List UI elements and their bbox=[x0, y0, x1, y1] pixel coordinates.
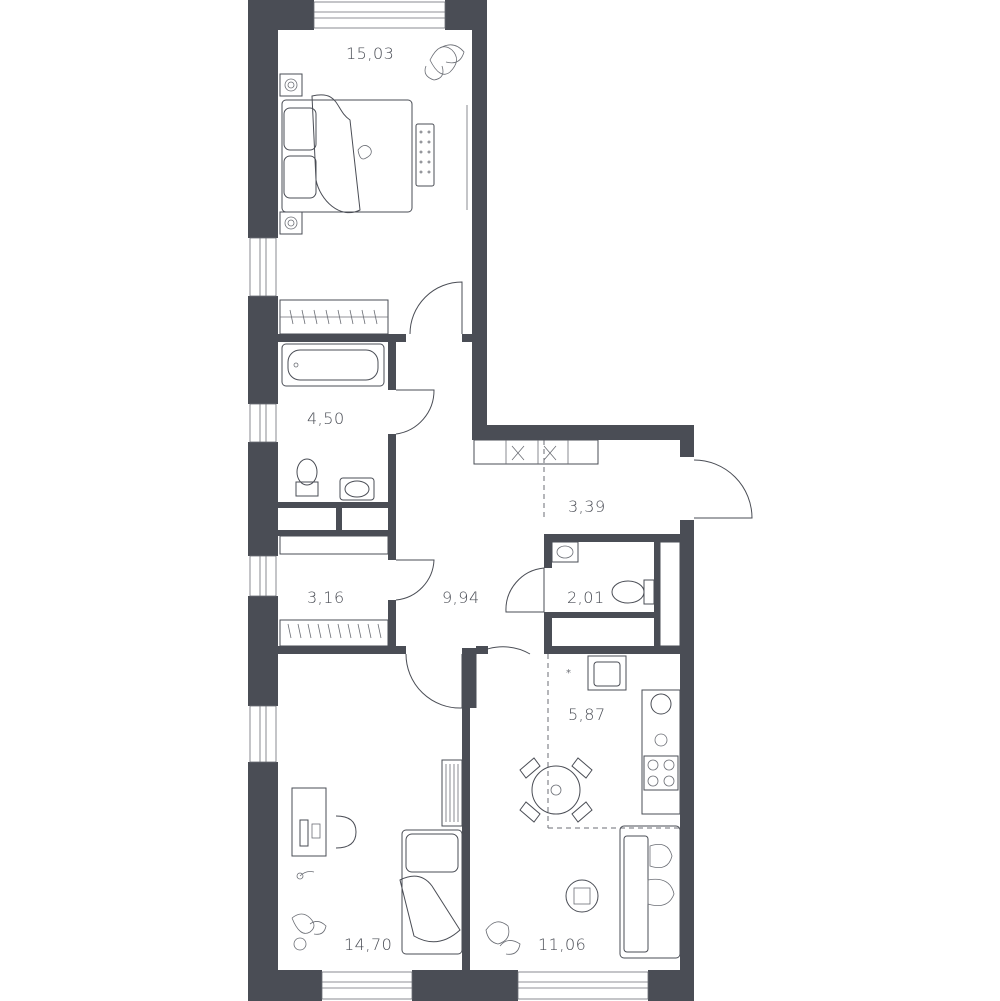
area-toilet: 2,01 bbox=[567, 588, 605, 607]
wall-left-top bbox=[248, 0, 278, 238]
furniture: * bbox=[279, 44, 681, 959]
toilet-icon bbox=[295, 458, 319, 497]
wall-step bbox=[472, 425, 694, 440]
coffee-table-icon bbox=[565, 879, 599, 913]
area-bathroom: 4,50 bbox=[307, 409, 345, 428]
piano-icon bbox=[441, 759, 463, 827]
wall-right-lower bbox=[680, 520, 694, 1001]
wall-entrance-top bbox=[680, 425, 694, 457]
wall-center bbox=[462, 708, 470, 970]
dining-table-icon bbox=[519, 757, 593, 823]
toilet-room-icon bbox=[551, 541, 655, 605]
wall-left-bottom bbox=[248, 762, 278, 1001]
wall-bath-right-2 bbox=[388, 434, 396, 560]
wall-toilet-left-2 bbox=[544, 612, 552, 654]
plant-1-icon bbox=[424, 44, 465, 81]
wall-bottom-2 bbox=[412, 970, 518, 1001]
wall-toilet-top bbox=[544, 534, 680, 542]
window-left-4 bbox=[249, 705, 277, 763]
wall-bottom-3 bbox=[648, 970, 694, 1001]
wardrobe-1-icon bbox=[279, 299, 389, 335]
entrance-shelf-icon bbox=[473, 439, 599, 465]
wall-bath-wardrobe bbox=[278, 502, 396, 508]
area-kitchen: 5,87 bbox=[568, 705, 606, 724]
area-bedroom-1: 15,03 bbox=[346, 44, 394, 63]
area-wardrobe: 3,16 bbox=[307, 588, 345, 607]
window-left-2 bbox=[249, 403, 277, 443]
door-bedroom-2 bbox=[405, 653, 463, 709]
wall-left-4 bbox=[248, 596, 278, 706]
window-top bbox=[313, 1, 446, 29]
toys-icon bbox=[291, 913, 327, 951]
door-toilet bbox=[505, 567, 545, 613]
walls bbox=[248, 0, 694, 1001]
door-living bbox=[475, 646, 531, 708]
area-bedroom-2: 14,70 bbox=[344, 935, 392, 954]
window-bottom-2 bbox=[517, 971, 649, 1000]
wall-top-left bbox=[248, 0, 314, 30]
window-left-3 bbox=[249, 555, 277, 597]
window-bottom-1 bbox=[321, 971, 413, 1000]
wall-bath-wardrobe-2 bbox=[278, 530, 396, 536]
wall-wardrobe-bed2 bbox=[278, 646, 406, 654]
area-entrance-hall: 3,39 bbox=[568, 497, 606, 516]
wall-toilet-right bbox=[654, 534, 660, 652]
wall-bottom-1 bbox=[248, 970, 322, 1001]
wall-wardrobe-right bbox=[388, 600, 396, 654]
door-bedroom-1 bbox=[409, 281, 463, 335]
wall-left-2 bbox=[248, 296, 278, 404]
svg-text:*: * bbox=[566, 668, 571, 679]
wall-left-3 bbox=[248, 442, 278, 556]
sofa-icon bbox=[619, 825, 681, 959]
shaft-icon bbox=[659, 541, 681, 647]
wall-corr-living bbox=[476, 646, 488, 654]
wall-center-stub bbox=[462, 648, 476, 708]
wall-bed-corridor-stub bbox=[462, 334, 474, 342]
wall-right-upper bbox=[472, 0, 487, 440]
wall-toilet-shaft bbox=[552, 612, 654, 618]
wall-toilet-left bbox=[544, 534, 552, 568]
area-labels: 15,03 4,50 3,39 3,16 9,94 2,01 5,87 14,7… bbox=[307, 44, 606, 954]
sink-icon bbox=[339, 477, 375, 501]
windows bbox=[249, 1, 649, 1000]
desk-icon bbox=[291, 787, 357, 880]
kitchen-icon: * bbox=[566, 655, 681, 815]
window-left-1 bbox=[249, 237, 277, 297]
wall-toilet-bottom bbox=[544, 646, 680, 654]
door-bathroom bbox=[395, 389, 435, 435]
area-corridor: 9,94 bbox=[442, 588, 480, 607]
plant-2-icon bbox=[485, 921, 521, 955]
door-wardrobe bbox=[395, 559, 435, 601]
door-entrance bbox=[693, 459, 753, 519]
wall-small-div bbox=[336, 508, 342, 530]
bathtub-icon bbox=[281, 343, 385, 387]
wardrobe-2-icon bbox=[279, 535, 389, 647]
nightstand-icon bbox=[279, 73, 303, 235]
wall-bed-bath bbox=[278, 334, 406, 342]
bed-2-icon bbox=[399, 829, 463, 955]
bed-1-icon bbox=[281, 94, 435, 214]
zone-lines bbox=[543, 440, 680, 829]
area-living-room: 11,06 bbox=[538, 935, 586, 954]
wall-bath-right-1 bbox=[388, 334, 396, 390]
doors bbox=[395, 281, 753, 709]
